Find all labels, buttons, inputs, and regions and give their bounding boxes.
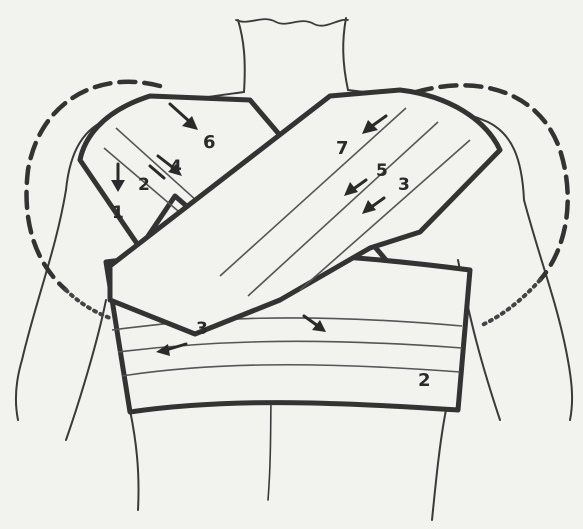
left-arm-inner-line bbox=[66, 300, 106, 440]
left-arm-outer-line bbox=[16, 190, 66, 420]
step-label-2-top: 2 bbox=[138, 175, 150, 195]
torso-left-line bbox=[130, 410, 139, 510]
step-label-4: 4 bbox=[170, 157, 182, 177]
neck-right-line bbox=[343, 18, 348, 90]
right-dotted-arc bbox=[480, 280, 540, 326]
step-label-3-top: 3 bbox=[398, 175, 410, 195]
left-dotted-arc bbox=[66, 290, 110, 318]
torso-right-line bbox=[432, 410, 446, 520]
neck-left-line bbox=[238, 20, 245, 92]
step-label-1: 1 bbox=[112, 203, 124, 223]
step-label-3-bottom: 3 bbox=[196, 319, 208, 339]
chin-line bbox=[236, 19, 348, 26]
step-label-7: 7 bbox=[336, 138, 349, 159]
step-label-6: 6 bbox=[203, 132, 216, 153]
step-label-2-bottom: 2 bbox=[418, 370, 431, 391]
step-label-5: 5 bbox=[376, 161, 388, 181]
